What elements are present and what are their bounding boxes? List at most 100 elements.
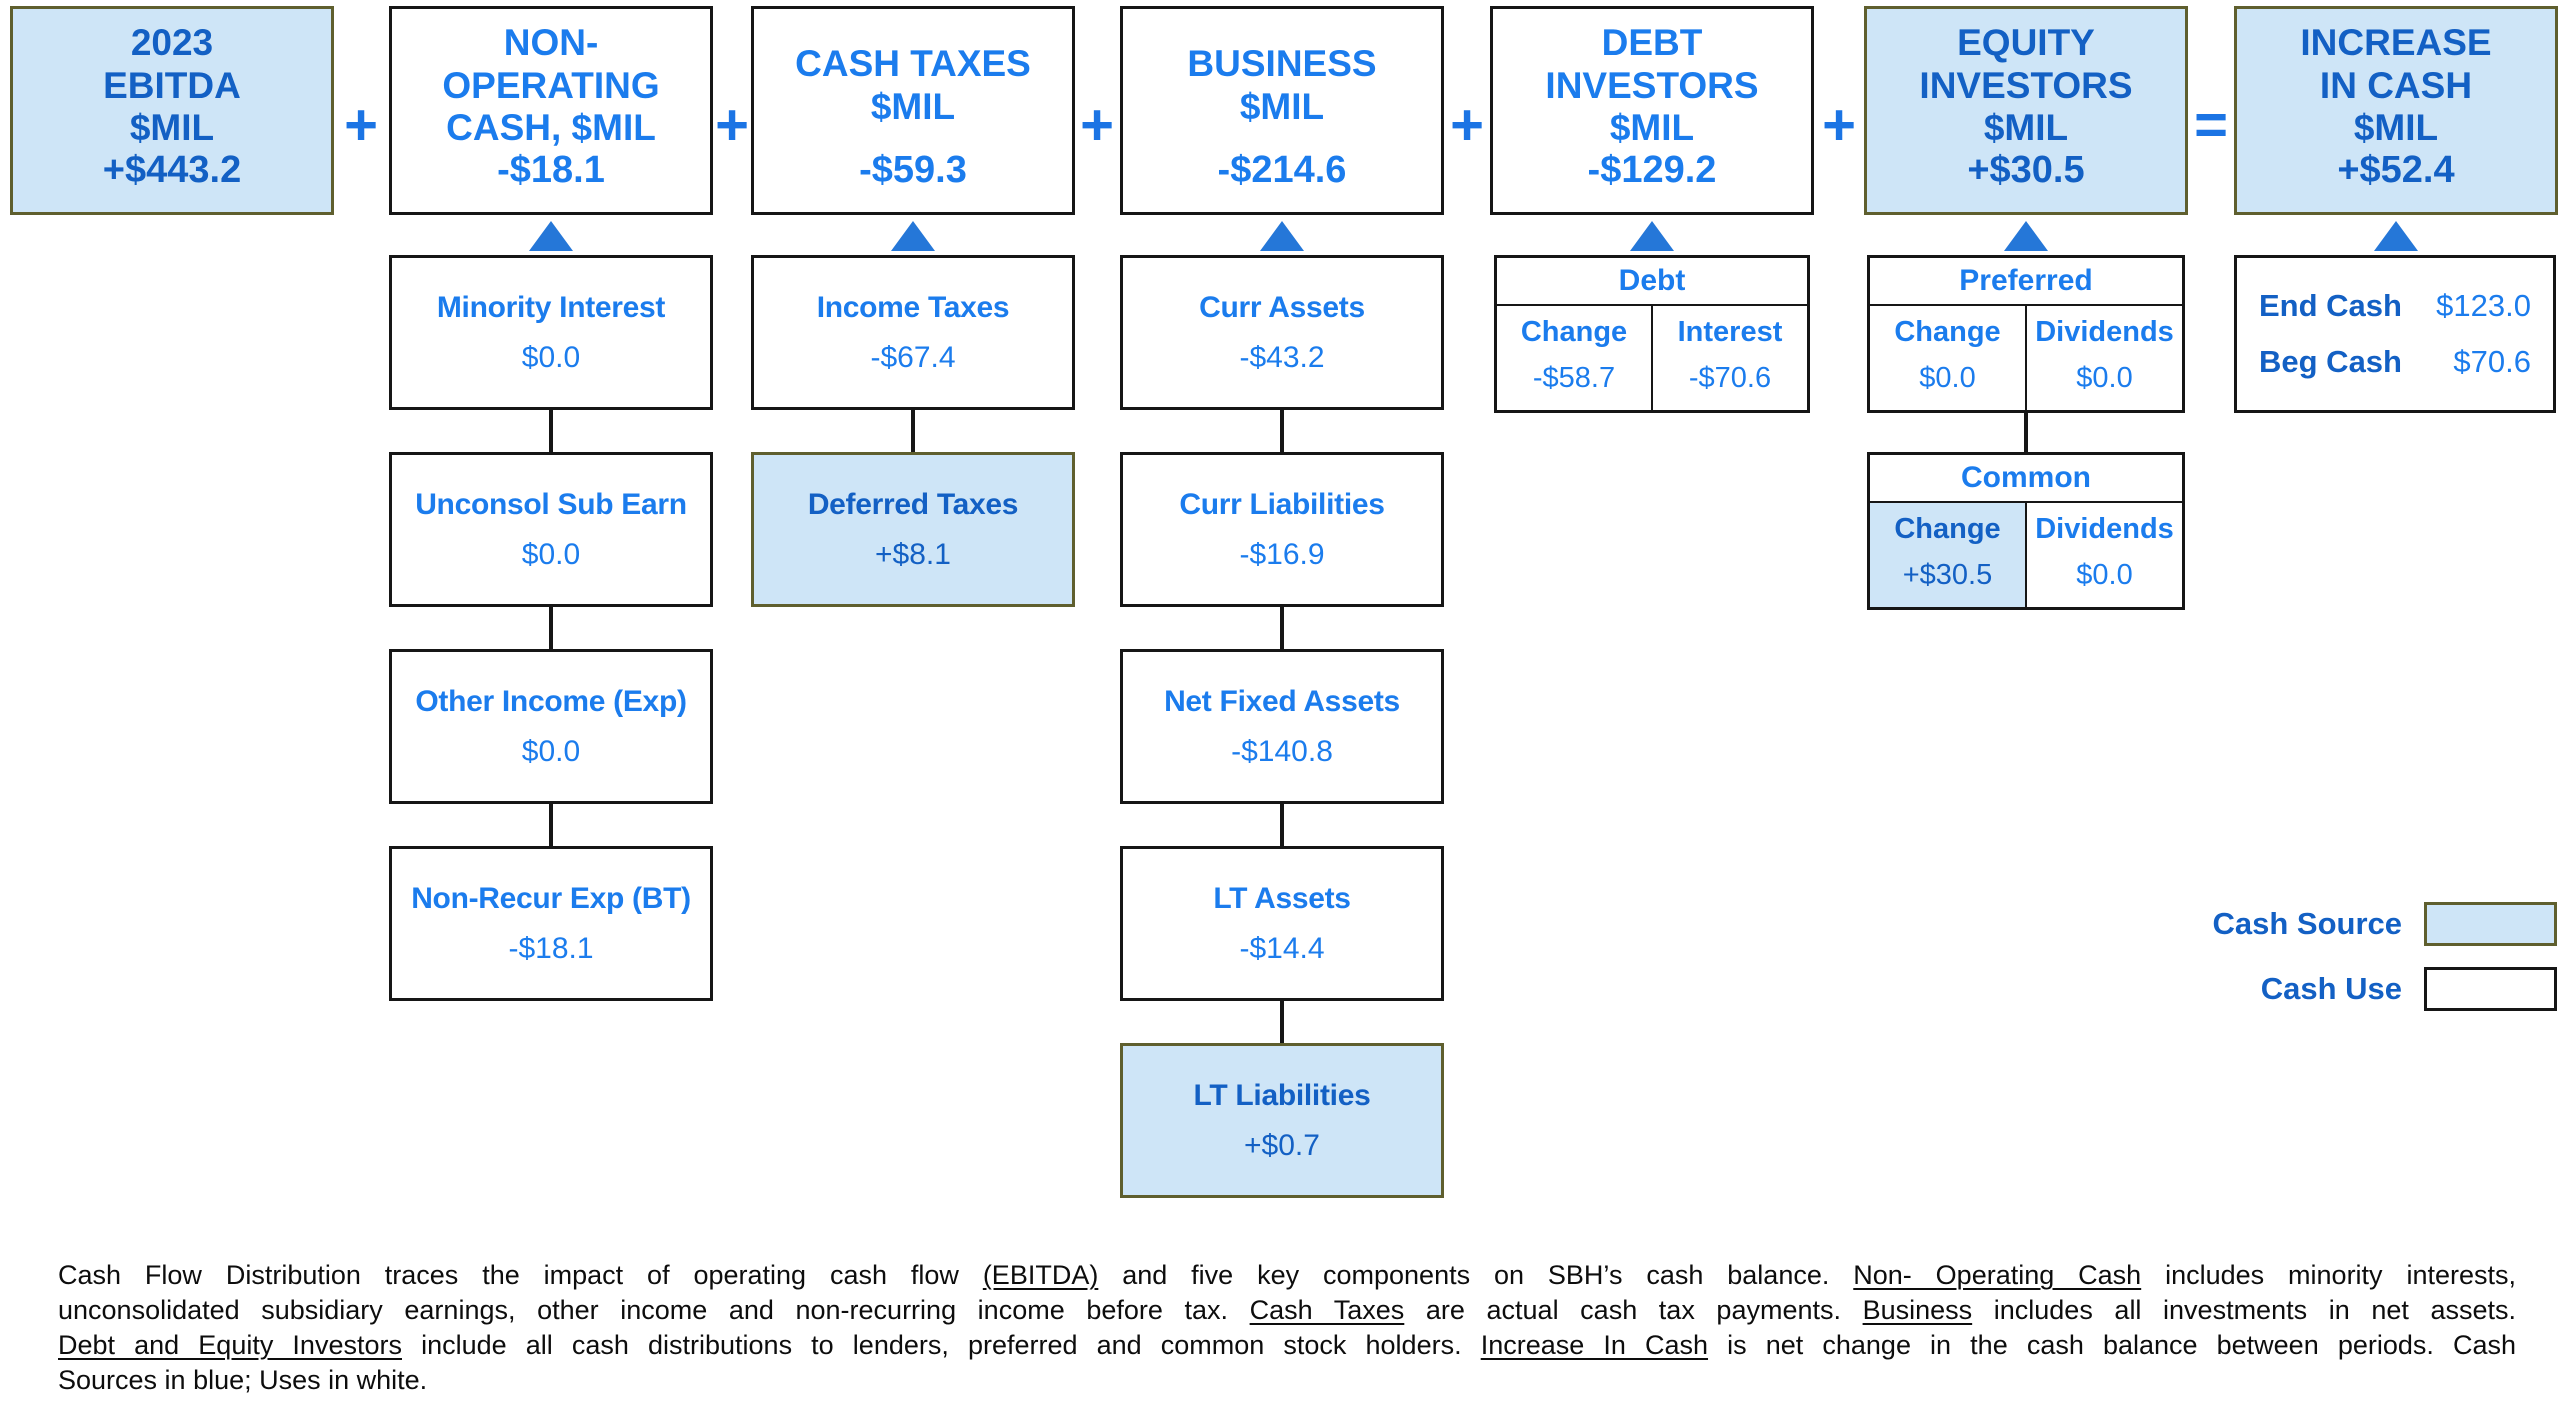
- plus-operator: +: [1450, 92, 1484, 158]
- preferred-change-cell: Change $0.0: [1870, 306, 2025, 410]
- topbox-debt-investors: DEBT INVESTORS $MIL -$129.2: [1490, 6, 1814, 215]
- connector-line: [549, 607, 553, 649]
- topbox-title: NON- OPERATING CASH, $MIL: [442, 21, 660, 149]
- cell-value: $0.0: [1919, 362, 1976, 394]
- row-label: Beg Cash: [2259, 344, 2402, 379]
- connector-line: [1280, 1001, 1284, 1043]
- box-value: -$14.4: [1239, 931, 1325, 965]
- topbox-value: -$59.3: [859, 149, 967, 191]
- legend-source-swatch: [2424, 902, 2557, 946]
- cell-value: -$70.6: [1688, 362, 1772, 394]
- box-label: Non-Recur Exp (BT): [411, 881, 691, 915]
- legend-use-label: Cash Use: [2260, 971, 2402, 1006]
- row-label: End Cash: [2259, 288, 2402, 323]
- common-table-header: Common: [1870, 455, 2182, 503]
- cell-value: +$30.5: [1902, 559, 1993, 591]
- box-curr-liabilities: Curr Liabilities -$16.9: [1120, 452, 1444, 607]
- connector-line: [549, 804, 553, 846]
- topbox-value: +$30.5: [1967, 149, 2085, 191]
- connector-line: [1280, 804, 1284, 846]
- connector-line: [911, 410, 915, 452]
- box-label: Curr Liabilities: [1179, 487, 1385, 521]
- cash-balance-box: End Cash $123.0 Beg Cash $70.6: [2234, 255, 2556, 413]
- beg-cash-row: Beg Cash $70.6: [2259, 344, 2531, 380]
- preferred-dividends-cell: Dividends $0.0: [2025, 306, 2182, 410]
- box-value: -$67.4: [870, 340, 956, 374]
- footnote-line: Debt and Equity Investors include all ca…: [58, 1330, 2517, 1360]
- common-dividends-cell: Dividends $0.0: [2025, 503, 2182, 607]
- debt-change-cell: Change -$58.7: [1497, 306, 1651, 410]
- cell-label: Change: [1894, 316, 2001, 348]
- topbox-cash-taxes: CASH TAXES $MIL -$59.3: [751, 6, 1075, 215]
- topbox-title: 2023 EBITDA $MIL: [103, 21, 241, 149]
- topbox-ebitda: 2023 EBITDA $MIL +$443.2: [10, 6, 334, 215]
- cell-label: Interest: [1677, 316, 1783, 348]
- box-lt-assets: LT Assets -$14.4: [1120, 846, 1444, 1001]
- topbox-business: BUSINESS $MIL -$214.6: [1120, 6, 1444, 215]
- topbox-value: +$52.4: [2337, 149, 2455, 191]
- box-label: Unconsol Sub Earn: [415, 487, 687, 521]
- connector-line: [549, 410, 553, 452]
- box-curr-assets: Curr Assets -$43.2: [1120, 255, 1444, 410]
- topbox-title: DEBT INVESTORS $MIL: [1545, 21, 1759, 149]
- topbox-increase-in-cash: INCREASE IN CASH $MIL +$52.4: [2234, 6, 2558, 215]
- box-value: +$0.7: [1244, 1128, 1320, 1162]
- footnote-line: Sources in blue; Uses in white.: [58, 1365, 428, 1395]
- cell-label: Change: [1520, 316, 1628, 348]
- topbox-value: -$18.1: [497, 149, 605, 191]
- box-deferred-taxes: Deferred Taxes +$8.1: [751, 452, 1075, 607]
- up-arrow-icon: [1630, 221, 1674, 251]
- box-other-income-exp: Other Income (Exp) $0.0: [389, 649, 713, 804]
- box-value: $0.0: [521, 340, 581, 374]
- topbox-non-operating-cash: NON- OPERATING CASH, $MIL -$18.1: [389, 6, 713, 215]
- topbox-value: +$443.2: [102, 149, 242, 191]
- box-value: -$16.9: [1239, 537, 1325, 571]
- box-net-fixed-assets: Net Fixed Assets -$140.8: [1120, 649, 1444, 804]
- up-arrow-icon: [2374, 221, 2418, 251]
- box-unconsol-sub-earn: Unconsol Sub Earn $0.0: [389, 452, 713, 607]
- box-label: Minority Interest: [436, 290, 666, 324]
- box-label: LT Assets: [1213, 881, 1351, 915]
- plus-operator: +: [1080, 92, 1114, 158]
- topbox-equity-investors: EQUITY INVESTORS $MIL +$30.5: [1864, 6, 2188, 215]
- up-arrow-icon: [891, 221, 935, 251]
- end-cash-row: End Cash $123.0: [2259, 288, 2531, 324]
- box-income-taxes: Income Taxes -$67.4: [751, 255, 1075, 410]
- cell-label: Change: [1894, 513, 2001, 545]
- common-table: Common Change +$30.5 Dividends $0.0: [1867, 452, 2185, 610]
- connector-line: [2024, 413, 2028, 452]
- footnote-paragraph: Cash Flow Distribution traces the impact…: [58, 1258, 2516, 1398]
- up-arrow-icon: [529, 221, 573, 251]
- debt-table-header: Debt: [1497, 258, 1807, 306]
- cell-label: Dividends: [2035, 513, 2174, 545]
- footnote-line: unconsolidated subsidiary earnings, othe…: [58, 1295, 2516, 1325]
- topbox-title: BUSINESS $MIL: [1187, 43, 1377, 127]
- row-value: $70.6: [2453, 344, 2531, 379]
- topbox-title: INCREASE IN CASH $MIL: [2300, 21, 2492, 149]
- connector-line: [1280, 607, 1284, 649]
- debt-table: Debt Change -$58.7 Interest -$70.6: [1494, 255, 1810, 413]
- box-minority-interest: Minority Interest $0.0: [389, 255, 713, 410]
- box-value: $0.0: [521, 537, 581, 571]
- box-label: Income Taxes: [816, 290, 1010, 324]
- up-arrow-icon: [1260, 221, 1304, 251]
- box-value: $0.0: [521, 734, 581, 768]
- cell-value: $0.0: [2076, 559, 2133, 591]
- plus-operator: +: [344, 92, 378, 158]
- cell-label: Dividends: [2035, 316, 2174, 348]
- plus-operator: +: [715, 92, 749, 158]
- footnote-line: Cash Flow Distribution traces the impact…: [58, 1260, 2516, 1290]
- debt-interest-cell: Interest -$70.6: [1651, 306, 1807, 410]
- topbox-title: CASH TAXES $MIL: [795, 43, 1031, 127]
- box-label: Deferred Taxes: [807, 487, 1019, 521]
- box-non-recur-exp: Non-Recur Exp (BT) -$18.1: [389, 846, 713, 1001]
- box-value: +$8.1: [875, 537, 951, 571]
- box-label: Other Income (Exp): [415, 684, 687, 718]
- equals-operator: =: [2194, 92, 2228, 158]
- legend-use-swatch: [2424, 967, 2557, 1011]
- box-label: Net Fixed Assets: [1164, 684, 1400, 718]
- box-label: LT Liabilities: [1193, 1078, 1371, 1112]
- box-value: -$140.8: [1231, 734, 1333, 768]
- legend-source-label: Cash Source: [2212, 906, 2402, 941]
